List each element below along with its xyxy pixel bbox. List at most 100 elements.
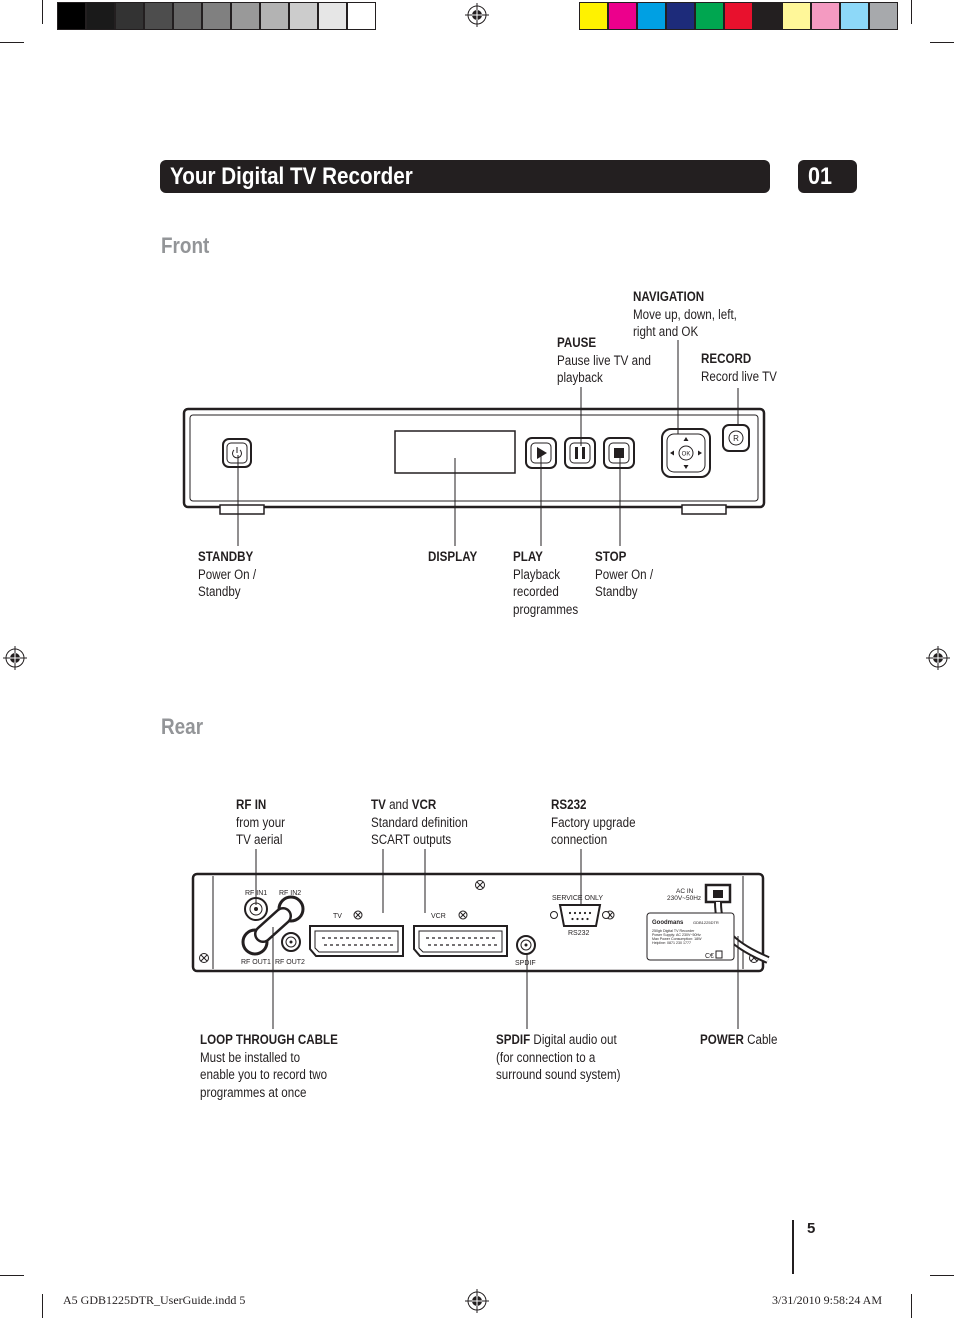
- rear-panel-diagram: RF IN1 RF IN2 RF OUT1 RF OUT2 TV VCR SPD…: [191, 872, 770, 973]
- label-record: RECORD Record live TV: [701, 350, 777, 385]
- label-desc: recorded: [513, 584, 559, 599]
- loop-through-cable: [241, 895, 305, 956]
- label-desc: Move up, down, left,: [633, 306, 737, 322]
- label-desc: Standby: [595, 584, 638, 599]
- crop-mark: [0, 42, 24, 43]
- standby-button: [222, 438, 252, 468]
- ac-in-label: AC IN: [676, 888, 694, 895]
- rs232-connector: [550, 904, 610, 927]
- label-name: POWER: [700, 1032, 744, 1047]
- label-name: RF IN: [236, 797, 267, 812]
- page-title: Your Digital TV Recorder: [170, 163, 413, 190]
- label-loop-through-cable: LOOP THROUGH CABLE Must be installed to …: [200, 1031, 338, 1101]
- label-desc: Record live TV: [701, 368, 777, 384]
- label-name: LOOP THROUGH CABLE: [200, 1032, 338, 1047]
- footer-date: 3/31/2010 9:58:24 AM: [772, 1293, 883, 1307]
- color-swatch: [695, 2, 724, 30]
- rf-out2-connector: [281, 932, 301, 952]
- label-desc: playback: [557, 370, 603, 385]
- label-desc: TV aerial: [236, 832, 283, 847]
- color-swatch: [173, 2, 202, 30]
- play-icon: [537, 447, 547, 459]
- color-swatch: [637, 2, 666, 30]
- color-swatch: [231, 2, 260, 30]
- color-swatch: [57, 2, 86, 30]
- color-swatch: [260, 2, 289, 30]
- svg-text:C€: C€: [705, 953, 714, 960]
- crop-mark: [911, 1294, 912, 1318]
- label-desc: Power On /: [595, 566, 654, 582]
- label-name: RECORD: [701, 351, 752, 366]
- label-desc: right and OK: [633, 324, 699, 339]
- page-number: 5: [807, 1220, 816, 1237]
- label-spdif: SPDIF Digital audio out (for connection …: [496, 1031, 621, 1084]
- color-swatch: [579, 2, 608, 30]
- label-desc: Pause live TV and: [557, 352, 652, 368]
- screw-icon: [199, 953, 209, 963]
- label-desc: Digital audio out: [533, 1032, 617, 1047]
- tv-scart-label: TV: [333, 913, 342, 920]
- label-name: TV: [371, 797, 386, 812]
- label-desc: Factory upgrade: [551, 814, 636, 830]
- service-only-label: SERVICE ONLY: [552, 895, 603, 902]
- label-desc: Playback: [513, 566, 561, 582]
- pause-icon: [575, 447, 585, 459]
- registration-mark-icon: [465, 1289, 489, 1313]
- color-swatch: [753, 2, 782, 30]
- brand-logo-text: Goodmans: [652, 920, 684, 926]
- crop-mark: [42, 0, 43, 24]
- label-rs232: RS232 Factory upgrade connection: [551, 796, 636, 849]
- rating-label: Goodmans GDB1225DTR 250gb Digital TV Rec…: [646, 912, 735, 961]
- label-name: STOP: [595, 549, 627, 564]
- label-name: RS232: [551, 797, 587, 812]
- label-name: PAUSE: [557, 335, 597, 350]
- color-swatch: [144, 2, 173, 30]
- arrow-left-icon: [670, 450, 674, 456]
- screw-icon: [353, 910, 363, 920]
- chapter-box: [798, 160, 857, 193]
- label-name: DISPLAY: [428, 549, 478, 564]
- label-desc: surround sound system): [496, 1067, 621, 1082]
- rating-text: 250gb Digital TV Recorder: [652, 929, 695, 933]
- color-swatch: [347, 2, 376, 30]
- label-standby: STANDBY Power On / Standby: [198, 548, 256, 601]
- ac-voltage-label: 230V~50Hz: [667, 895, 701, 902]
- label-conj: and: [389, 797, 409, 812]
- rating-text: Power Supply: AC 230V~50Hz: [652, 933, 701, 937]
- section-heading-front: Front: [161, 233, 210, 258]
- arrow-up-icon: [683, 437, 689, 441]
- label-name: SPDIF: [496, 1032, 531, 1047]
- screw-icon: [458, 910, 468, 920]
- arrow-right-icon: [698, 450, 702, 456]
- label-desc: from your: [236, 814, 286, 830]
- label-power: POWER Cable: [700, 1031, 777, 1049]
- crop-mark: [42, 1294, 43, 1318]
- front-foot-left: [219, 504, 265, 515]
- arrow-down-icon: [683, 465, 689, 469]
- record-button: R: [722, 424, 750, 452]
- label-play: PLAY Playback recorded programmes: [513, 548, 578, 618]
- registration-mark-icon: [3, 646, 27, 670]
- stop-button: [603, 437, 635, 469]
- crop-mark: [0, 1275, 24, 1276]
- page-number-rule: [792, 1220, 794, 1274]
- color-swatch: [666, 2, 695, 30]
- label-desc: programmes: [513, 601, 579, 617]
- label-rf-in: RF IN from your TV aerial: [236, 796, 285, 849]
- label-name: NAVIGATION: [633, 289, 705, 304]
- crop-mark: [930, 1275, 954, 1276]
- color-swatch: [318, 2, 347, 30]
- rf-in1-connector: [244, 897, 268, 921]
- rear-leader-lines: [255, 849, 739, 1029]
- color-swatch: [86, 2, 115, 30]
- color-swatch: [289, 2, 318, 30]
- registration-mark-icon: [465, 3, 489, 27]
- color-swatch: [724, 2, 753, 30]
- record-r-label: R: [733, 434, 739, 443]
- front-leader-lines: [237, 340, 739, 546]
- play-button: [525, 437, 557, 469]
- chapter-number: 01: [808, 163, 833, 190]
- rs232-port-label: RS232: [568, 930, 590, 937]
- front-panel-diagram: OK R: [182, 407, 766, 515]
